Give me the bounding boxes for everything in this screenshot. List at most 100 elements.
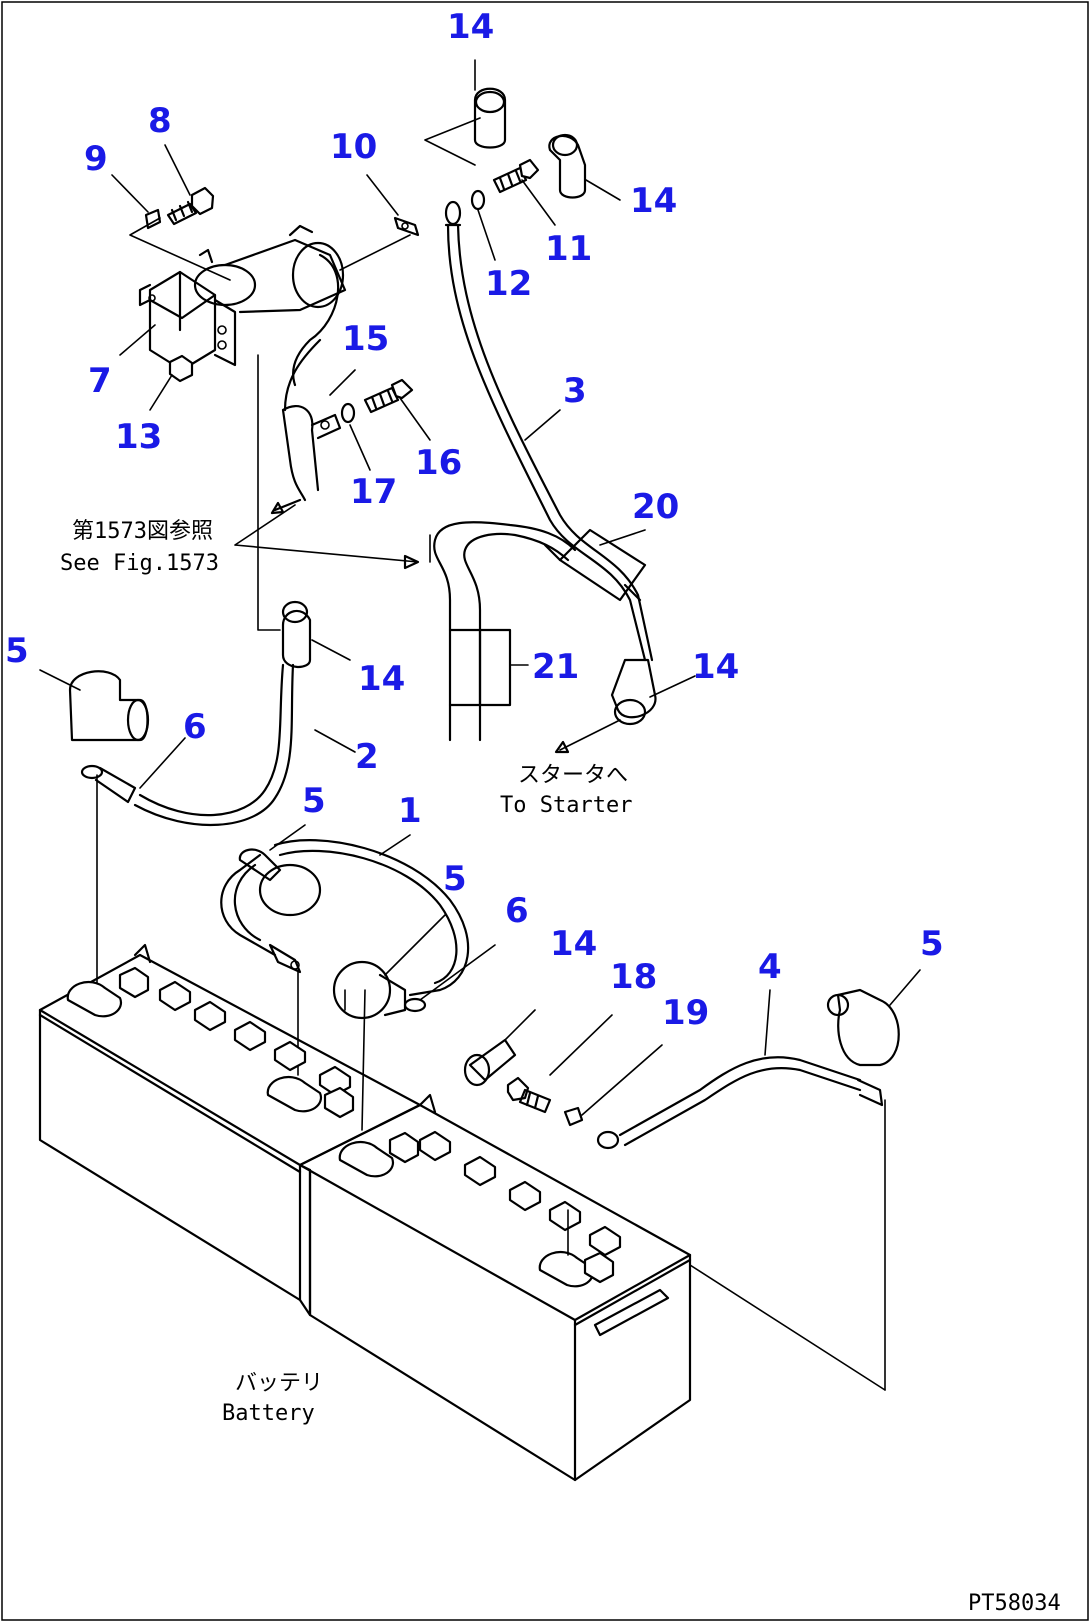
leader-8 <box>164 144 191 196</box>
callout-1: 1 <box>398 791 422 831</box>
terminal-boot-14-right <box>548 133 587 199</box>
leader-10 <box>366 174 399 216</box>
terminal-boot-5-left <box>68 670 150 742</box>
to-starter-note-en: To Starter <box>500 793 632 818</box>
terminal-boot-14-right-battery <box>463 1038 517 1087</box>
terminal-cable-2 <box>80 764 137 804</box>
leader-5b <box>269 824 306 851</box>
bolt-16 <box>363 378 414 414</box>
callout-14: 14 <box>692 647 739 687</box>
guide-line-5c <box>344 989 366 1131</box>
callout-14: 14 <box>630 181 677 221</box>
terminal-cable-4 <box>596 1078 884 1150</box>
terminal-boot-5-cable1-right <box>332 960 407 1020</box>
callout-6: 6 <box>505 891 529 931</box>
tag-20 <box>558 528 647 602</box>
terminal-boot-14-top <box>424 87 507 166</box>
leader-4 <box>764 989 771 1056</box>
callout-19: 19 <box>662 993 709 1033</box>
terminal-boot-14-mid <box>281 600 312 668</box>
bolt-18 <box>506 1076 552 1114</box>
guide-line-relay-to-10 <box>339 234 411 271</box>
leader-11 <box>521 179 556 226</box>
leader-6b <box>419 944 496 1001</box>
nut-13 <box>168 354 194 383</box>
callout-7: 7 <box>88 361 112 401</box>
callout-14: 14 <box>447 7 494 47</box>
terminal-6-cable1 <box>403 997 427 1013</box>
callout-labels: 14 8 9 10 14 11 12 7 13 15 3 16 17 20 5 … <box>5 7 944 1033</box>
leader-18 <box>549 1014 613 1076</box>
leader-14d <box>649 675 696 698</box>
leader-2 <box>314 729 356 753</box>
callout-13: 13 <box>115 417 162 457</box>
arrow-to-starter <box>559 719 621 751</box>
terminal-cable1-lug <box>268 943 302 974</box>
callout-5: 5 <box>302 781 326 821</box>
see-fig-note-en: See Fig.1573 <box>60 551 219 576</box>
leader-see-fig <box>234 504 419 563</box>
leader-12 <box>477 209 496 261</box>
battery-caps <box>158 980 622 1257</box>
callout-14: 14 <box>550 924 597 964</box>
leader-20 <box>599 529 646 546</box>
callout-9: 9 <box>84 139 108 179</box>
leader-17 <box>349 424 371 471</box>
callout-5: 5 <box>443 859 467 899</box>
callout-17: 17 <box>350 472 397 512</box>
battery-relay <box>138 224 347 387</box>
leader-9 <box>111 174 149 213</box>
leader-1 <box>379 834 411 856</box>
leader-14b <box>585 179 621 201</box>
terminal-boot-5-right <box>826 988 900 1067</box>
washer-10 <box>393 216 420 237</box>
terminal-boot-14-starter <box>610 658 657 726</box>
leader-5a <box>39 669 81 691</box>
leader-6a <box>139 737 186 789</box>
callout-21: 21 <box>532 647 579 687</box>
leader-15 <box>329 369 356 396</box>
drawing-code: PT58034 <box>968 1591 1061 1616</box>
callout-12: 12 <box>485 264 532 304</box>
callout-15: 15 <box>342 319 389 359</box>
tag-21 <box>478 628 512 707</box>
callout-6: 6 <box>183 707 207 747</box>
leader-3 <box>524 409 561 441</box>
harness-tape-21 <box>448 628 482 707</box>
washer-19 <box>563 1106 584 1127</box>
cable-4 <box>618 1056 862 1147</box>
bolt-11 <box>492 158 540 194</box>
leader-5c <box>384 914 446 976</box>
callout-14: 14 <box>358 659 405 699</box>
leader-16 <box>399 397 431 441</box>
clamp-15 <box>281 404 342 502</box>
callout-5: 5 <box>5 631 29 671</box>
callout-3: 3 <box>563 371 587 411</box>
leader-relay-to-14 <box>257 354 281 631</box>
bolt-8 <box>166 186 215 226</box>
callout-4: 4 <box>758 947 782 987</box>
battery-right <box>298 1093 692 1482</box>
callout-10: 10 <box>330 127 377 167</box>
washer-17 <box>340 402 356 424</box>
battery-terminals <box>66 966 615 1288</box>
cable-3 <box>446 223 654 662</box>
see-fig-note-jp: 第1573図参照 <box>72 519 213 544</box>
battery-note-en: Battery <box>222 1401 315 1426</box>
leader-14c <box>311 639 351 661</box>
leader-13 <box>149 374 173 411</box>
callout-5: 5 <box>920 924 944 964</box>
callout-16: 16 <box>415 443 462 483</box>
cable-21 <box>433 521 577 742</box>
battery-note-jp: バッテリ <box>235 1371 323 1396</box>
to-starter-note-jp: スタータへ <box>518 763 628 788</box>
terminal-12 <box>470 189 486 211</box>
callout-11: 11 <box>545 229 592 269</box>
callout-2: 2 <box>355 737 379 777</box>
cable-2 <box>133 663 295 827</box>
leader-14e <box>504 1009 536 1041</box>
wire-to-fig-arrow <box>283 338 322 412</box>
battery-gap <box>298 1163 312 1317</box>
